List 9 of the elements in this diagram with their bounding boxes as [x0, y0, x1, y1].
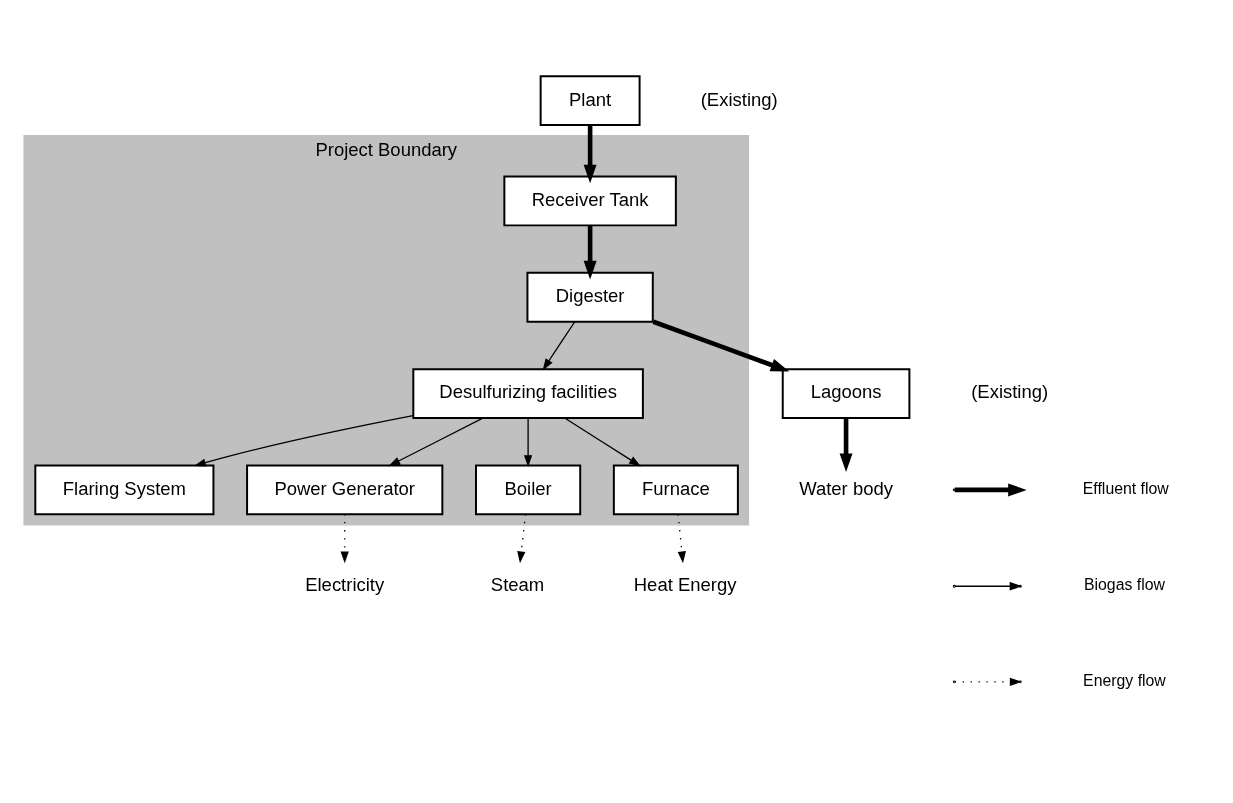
legend-label: Energy flow [1083, 671, 1166, 689]
legend-label: Effluent flow [1082, 479, 1169, 497]
node-text: Electricity [305, 574, 385, 596]
node-text: Steam [490, 574, 545, 596]
node-label: (Existing) [971, 381, 1049, 403]
node-text: Heat Energy [633, 574, 737, 596]
legend-label: Biogas flow [1083, 576, 1165, 594]
node-text: Water body [799, 477, 893, 499]
node-label: (Existing) [700, 88, 778, 110]
